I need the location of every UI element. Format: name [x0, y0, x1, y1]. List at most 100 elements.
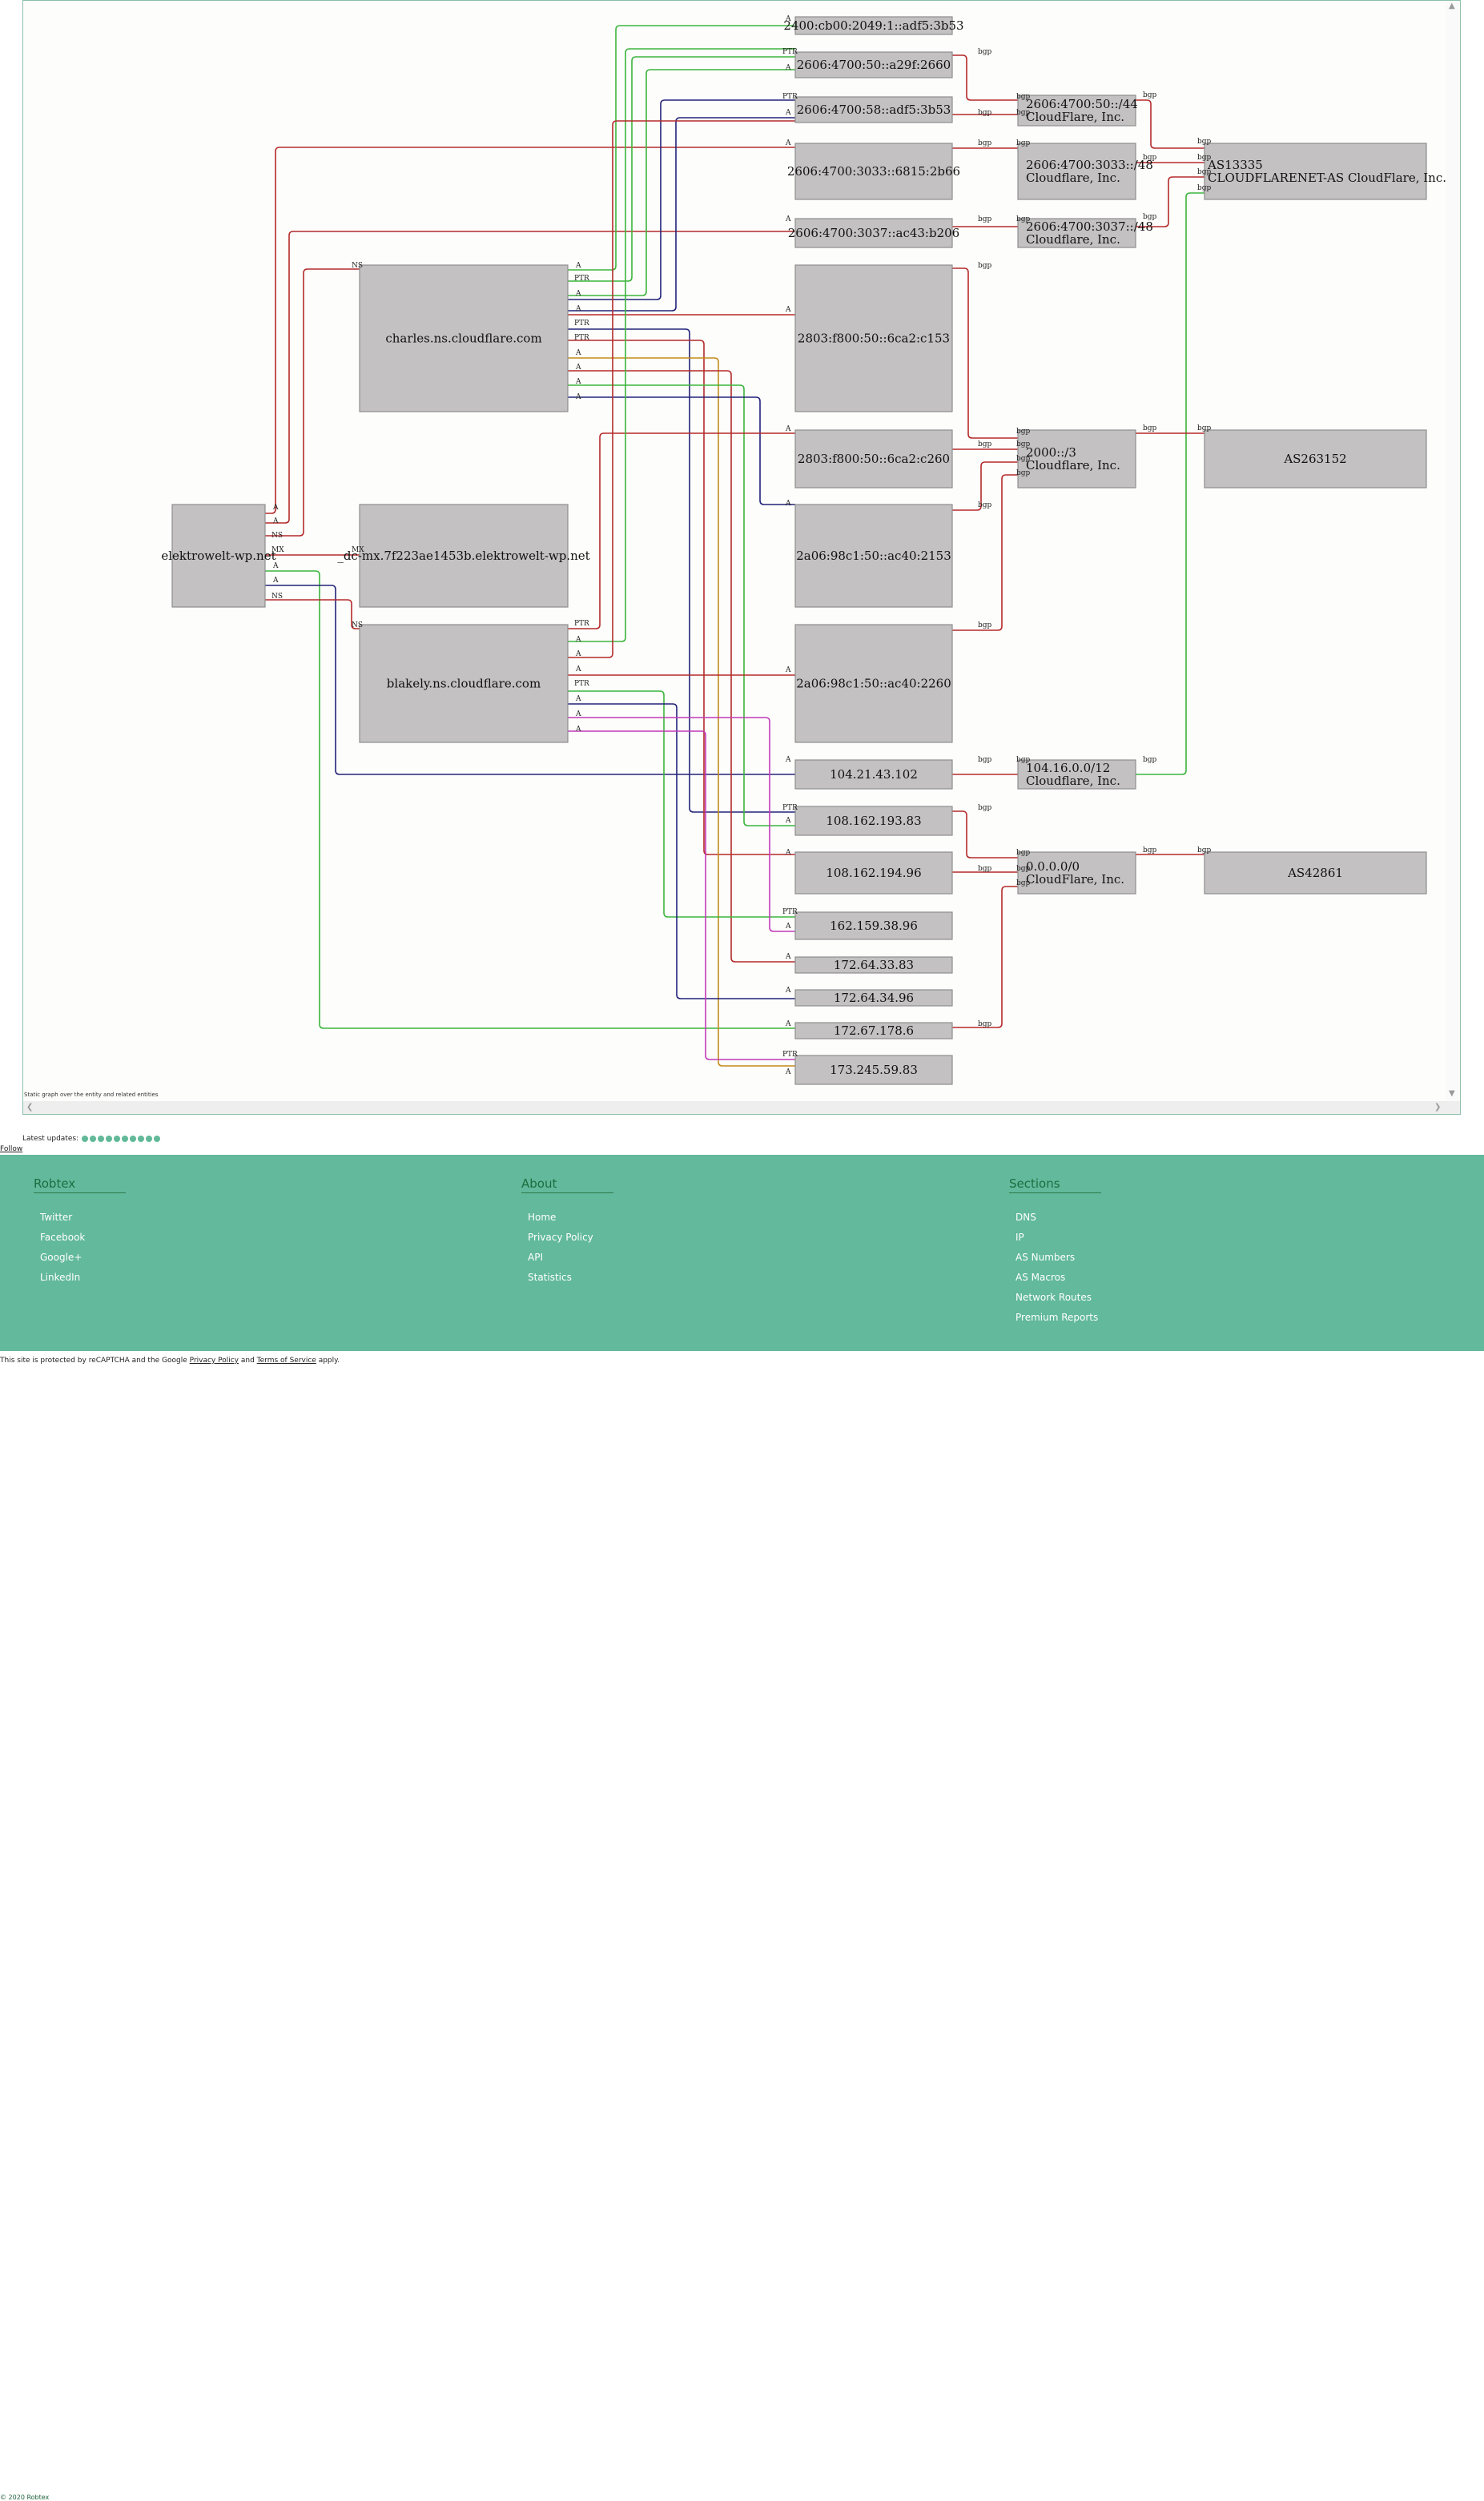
graph-node[interactable]: 2606:4700:50::a29f:2660 — [794, 51, 953, 78]
graph-node[interactable]: 104.21.43.102 — [794, 759, 953, 790]
graph-node[interactable]: elektrowelt-wp.net — [161, 504, 276, 608]
edge-label: bgp — [978, 109, 992, 117]
update-dot[interactable] — [130, 1136, 137, 1142]
update-dot[interactable] — [106, 1136, 113, 1142]
edge-label: bgp — [1143, 91, 1157, 99]
graph-node-label-line: CloudFlare, Inc. — [1026, 872, 1124, 887]
footer-link-home[interactable]: Home — [528, 1212, 557, 1223]
graph-node[interactable]: 2803:f800:50::6ca2:c153 — [794, 264, 953, 412]
footer-link-as-macros[interactable]: AS Macros — [1015, 1272, 1066, 1283]
graph-node[interactable]: 2a06:98c1:50::ac40:2153 — [794, 504, 953, 608]
graph-node[interactable]: 2606:4700:3037::ac43:b206 — [788, 218, 959, 248]
google-privacy-link[interactable]: Privacy Policy — [189, 1357, 239, 1365]
edge-r3037-as13335 — [1136, 176, 1204, 227]
graph-node[interactable]: 172.64.34.96 — [794, 989, 953, 1007]
update-dot[interactable] — [114, 1136, 121, 1142]
graph-node-box[interactable] — [1017, 143, 1136, 200]
graph-node-box[interactable] — [794, 806, 953, 836]
graph-node-box[interactable] — [794, 264, 953, 412]
footer-link-premium-reports[interactable]: Premium Reports — [1015, 1312, 1099, 1323]
graph-node-box[interactable] — [794, 96, 953, 123]
edge-label: bgp — [978, 804, 992, 812]
recaptcha-suffix: apply. — [316, 1357, 340, 1365]
footer-link-privacy-policy[interactable]: Privacy Policy — [528, 1232, 593, 1243]
footer-link-ip[interactable]: IP — [1015, 1232, 1024, 1243]
graph-node-box[interactable] — [359, 624, 569, 743]
google-terms-link[interactable]: Terms of Service — [256, 1357, 316, 1365]
graph-node[interactable]: 172.67.178.6 — [794, 1022, 953, 1039]
graph-node[interactable]: 2606:4700:3033::6815:2b66 — [787, 143, 960, 200]
graph-node-box[interactable] — [1017, 759, 1136, 790]
graph-node-box[interactable] — [171, 504, 266, 608]
update-dot[interactable] — [82, 1136, 89, 1142]
update-dot[interactable] — [146, 1136, 153, 1142]
graph-node-box[interactable] — [359, 504, 569, 608]
graph-node[interactable]: _dc-mx.7f223ae1453b.elektrowelt-wp.net — [337, 504, 590, 608]
graph-node[interactable]: 108.162.194.96 — [794, 851, 953, 895]
graph-node[interactable]: AS42861 — [1204, 851, 1427, 895]
graph-node[interactable]: 2803:f800:50::6ca2:c260 — [794, 429, 953, 489]
graph-node-box[interactable] — [794, 911, 953, 940]
footer-link-googleplus[interactable]: Google+ — [40, 1252, 82, 1263]
footer-link-facebook[interactable]: Facebook — [40, 1232, 86, 1243]
scroll-down-icon[interactable]: ▼ — [1449, 1089, 1455, 1098]
footer-link-statistics[interactable]: Statistics — [528, 1272, 572, 1283]
graph-node[interactable]: 172.64.33.83 — [794, 956, 953, 974]
graph-node-box[interactable] — [794, 429, 953, 489]
graph-node-box[interactable] — [794, 1055, 953, 1085]
graph-node-box[interactable] — [794, 504, 953, 608]
graph-node[interactable]: 2606:4700:58::adf5:3b53 — [794, 96, 953, 123]
scroll-up-icon[interactable]: ▲ — [1449, 2, 1455, 10]
graph-node[interactable]: 162.159.38.96 — [794, 911, 953, 940]
graph-node-box[interactable] — [1017, 429, 1136, 489]
footer-link-linkedin[interactable]: LinkedIn — [40, 1272, 81, 1283]
follow-link[interactable]: Follow — [0, 1145, 23, 1153]
footer-link-twitter[interactable]: Twitter — [40, 1212, 73, 1223]
graph-node-box[interactable] — [1204, 143, 1427, 200]
graph-node-box[interactable] — [794, 956, 953, 974]
graph-node[interactable]: charles.ns.cloudflare.com — [359, 264, 569, 412]
footer-link-as-numbers[interactable]: AS Numbers — [1015, 1252, 1076, 1263]
graph-node-box[interactable] — [1017, 94, 1136, 127]
update-dot[interactable] — [122, 1136, 129, 1142]
scroll-right-icon[interactable]: ❯ — [1434, 1103, 1442, 1112]
graph-node[interactable]: 2a06:98c1:50::ac40:2260 — [794, 624, 953, 743]
graph-node-box[interactable] — [1017, 851, 1136, 895]
graph-node[interactable]: AS263152 — [1204, 429, 1427, 489]
footer-link-dns[interactable]: DNS — [1015, 1212, 1036, 1223]
graph-node-box[interactable] — [794, 51, 953, 78]
graph-node[interactable]: 108.162.193.83 — [794, 806, 953, 836]
graph-node-box[interactable] — [359, 264, 569, 412]
graph-node[interactable]: 173.245.59.83 — [794, 1055, 953, 1085]
footer-link-network-routes[interactable]: Network Routes — [1015, 1292, 1092, 1303]
update-dot[interactable] — [98, 1136, 105, 1142]
graph-node[interactable]: 2400:cb00:2049:1::adf5:3b53 — [783, 16, 964, 35]
scroll-left-icon[interactable]: ❮ — [26, 1103, 34, 1112]
graph-node-box[interactable] — [794, 624, 953, 743]
horizontal-scrollbar[interactable]: ❮ ❯ — [23, 1101, 1460, 1114]
graph-node-box[interactable] — [794, 143, 953, 200]
graph-node-box[interactable] — [1017, 218, 1136, 248]
update-dot[interactable] — [138, 1136, 145, 1142]
graph-node-box[interactable] — [1204, 429, 1427, 489]
footer-link-api[interactable]: API — [528, 1252, 543, 1263]
graph-node-box[interactable] — [794, 989, 953, 1007]
graph-node-box[interactable] — [794, 218, 953, 248]
graph-node[interactable]: blakely.ns.cloudflare.com — [359, 624, 569, 743]
vertical-scrollbar[interactable]: ▲ ▼ — [1446, 1, 1460, 1101]
graph-node-box[interactable] — [794, 1022, 953, 1039]
graph-node-box[interactable] — [794, 16, 953, 35]
graph-node-box[interactable] — [794, 759, 953, 790]
footer: Robtex Twitter Facebook Google+ LinkedIn… — [0, 1155, 1484, 2501]
graph-node-box[interactable] — [1204, 851, 1427, 895]
update-dot[interactable] — [90, 1136, 97, 1142]
update-dot[interactable] — [154, 1136, 161, 1142]
graph-node-box[interactable] — [794, 851, 953, 895]
